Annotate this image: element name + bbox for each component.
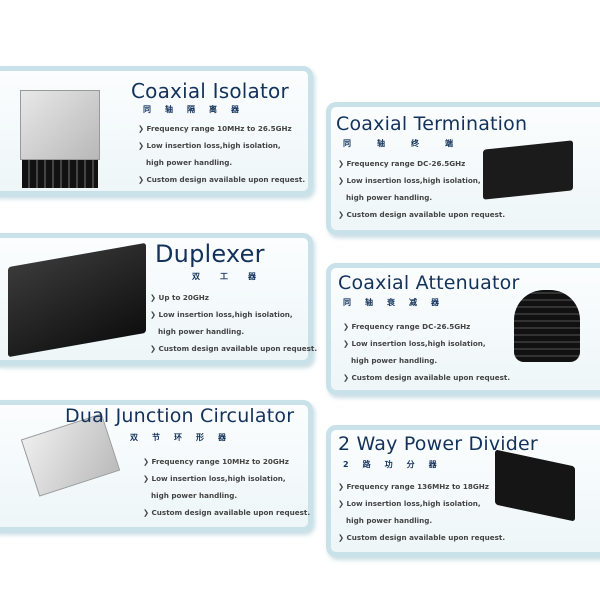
product-title-cn: 同轴终端 <box>343 139 479 148</box>
feature-list: ❯ Frequency range DC-26.5GHz ❯ Low insert… <box>338 155 505 223</box>
product-title-cn: 2路功分器 <box>343 460 451 469</box>
product-title-cn: 同轴衰减器 <box>343 298 453 307</box>
feature: ❯ Frequency range DC-26.5GHz <box>338 159 466 168</box>
feature: ❯ Custom design available upon request. <box>138 175 306 184</box>
feature: ❯ Custom design available upon request. <box>343 373 511 382</box>
attenuator-image <box>514 290 580 362</box>
feature: ❯ Custom design available upon request. <box>143 508 311 517</box>
feature: ❯ Frequency range 10MHz to 26.5GHz <box>138 124 292 133</box>
feature: high power handling. <box>146 158 233 167</box>
feature: ❯ Custom design available upon request. <box>150 344 318 353</box>
feature: high power handling. <box>151 491 238 500</box>
feature: ❯ Frequency range DC-26.5GHz <box>343 322 471 331</box>
feature: ❯ Up to 20GHz <box>150 293 209 302</box>
product-title-cn: 双节环形器 <box>130 433 240 442</box>
feature: ❯ Low insertion loss,high isolation, <box>343 339 486 348</box>
feature-list: ❯ Frequency range 10MHz to 26.5GHz ❯ Low … <box>138 120 305 188</box>
feature: ❯ Low insertion loss,high isolation, <box>150 310 293 319</box>
product-title: Coaxial Attenuator <box>338 272 520 294</box>
product-title-cn: 双工器 <box>192 272 276 281</box>
product-title: Coaxial Termination <box>336 113 528 135</box>
feature: high power handling. <box>346 516 433 525</box>
product-title: Duplexer <box>155 240 265 268</box>
isolator-heatsink-image <box>22 160 98 188</box>
feature-list: ❯ Frequency range 10MHz to 20GHz ❯ Low in… <box>143 453 310 521</box>
feature: ❯ Low insertion loss,high isolation, <box>338 499 481 508</box>
feature: ❯ Custom design available upon request. <box>338 533 506 542</box>
product-title-cn: 同轴隔离器 <box>143 105 253 114</box>
product-title: 2 Way Power Divider <box>338 433 538 455</box>
feature: ❯ Frequency range 136MHz to 18GHz <box>338 482 489 491</box>
product-title: Dual Junction Circulator <box>65 405 295 427</box>
feature: ❯ Low insertion loss,high isolation, <box>143 474 286 483</box>
feature-list: ❯ Frequency range DC-26.5GHz ❯ Low insert… <box>343 318 510 386</box>
feature-list: ❯ Frequency range 136MHz to 18GHz ❯ Low i… <box>338 478 505 546</box>
product-title: Coaxial Isolator <box>131 79 289 103</box>
isolator-image <box>20 90 100 160</box>
feature-list: ❯ Up to 20GHz ❯ Low insertion loss,high i… <box>150 289 317 357</box>
feature: ❯ Low insertion loss,high isolation, <box>338 176 481 185</box>
feature: ❯ Custom design available upon request. <box>338 210 506 219</box>
feature: high power handling. <box>351 356 438 365</box>
feature: ❯ Low insertion loss,high isolation, <box>138 141 281 150</box>
feature: high power handling. <box>346 193 433 202</box>
feature: high power handling. <box>158 327 245 336</box>
product-card-power-divider[interactable] <box>326 425 600 557</box>
feature: ❯ Frequency range 10MHz to 20GHz <box>143 457 289 466</box>
